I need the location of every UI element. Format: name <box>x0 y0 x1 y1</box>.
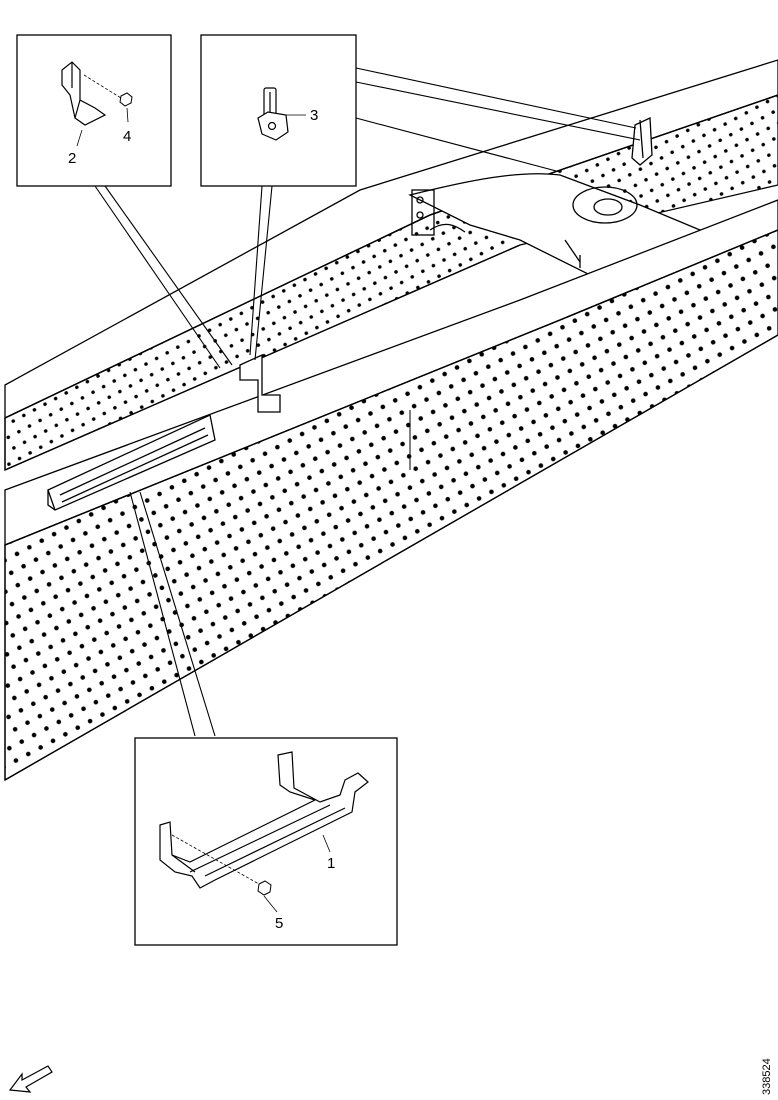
forward-direction-arrow-icon <box>8 1065 53 1093</box>
detail-box-clip-and-nut: 2 4 <box>16 34 172 187</box>
callout-3: 3 <box>310 107 318 124</box>
detail-box-clip: 3 <box>200 34 357 187</box>
callout-5: 5 <box>275 915 283 932</box>
right-frame-rail <box>4 199 778 782</box>
callout-1: 1 <box>327 855 335 872</box>
document-number: 338524 <box>761 1058 773 1095</box>
mounted-clip-3 <box>631 117 653 166</box>
leader-lines <box>94 67 641 737</box>
nut-icon <box>171 834 272 896</box>
cross-member <box>408 173 701 281</box>
clip-part <box>257 87 289 141</box>
mounted-bracket-1 <box>47 414 216 511</box>
callout-2: 2 <box>68 150 76 167</box>
clip-bracket-part <box>61 61 107 126</box>
detail-box-bracket: 1 5 <box>134 737 398 946</box>
callout-4: 4 <box>123 128 131 145</box>
mounted-clip-2 <box>239 353 281 413</box>
chassis-frame <box>4 59 778 782</box>
bracket-part <box>159 751 369 889</box>
nut-icon <box>83 74 133 107</box>
